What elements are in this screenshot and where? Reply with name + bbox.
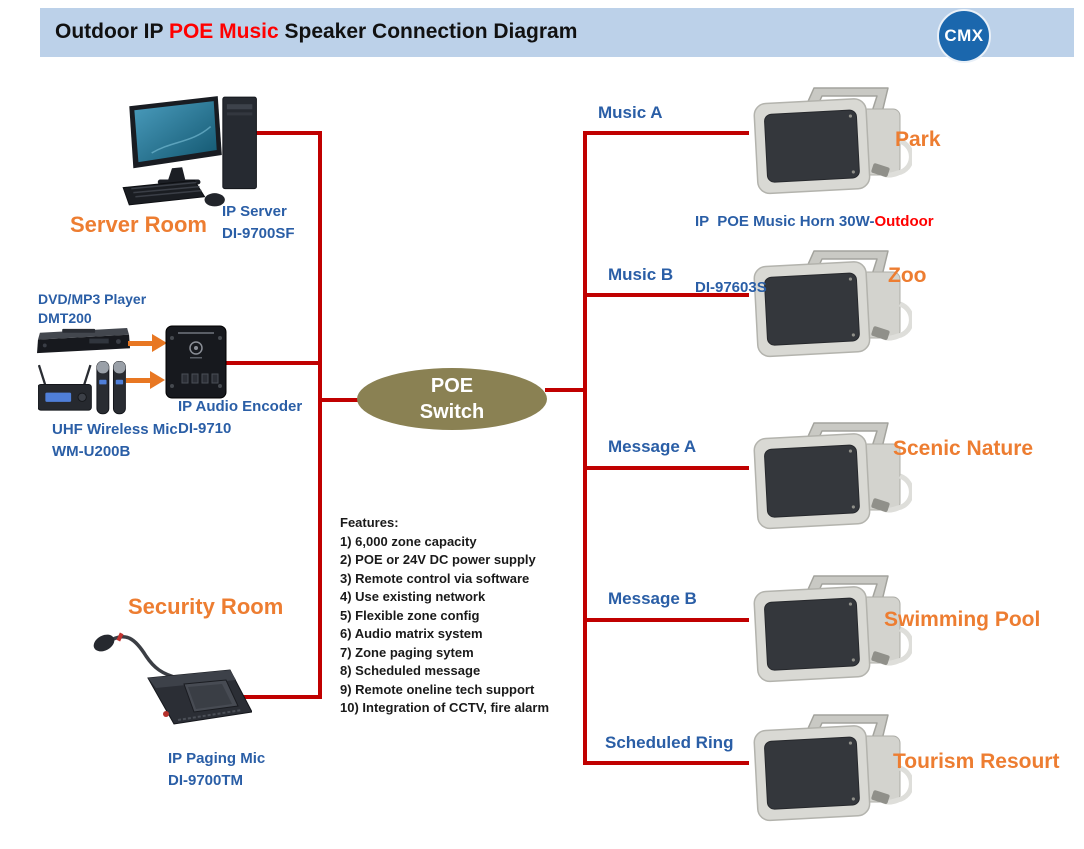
feature-item: 3) Remote control via software [340,570,530,586]
speaker-model-name-red: Outdoor [874,213,934,230]
wireless-mic-image [38,361,130,417]
page-title: Outdoor IP POE Music Speaker Connection … [55,20,577,44]
security-room-label: Security Room [128,594,284,619]
poe-switch-node: POE Switch [357,368,547,430]
feature-item: 5) Flexible zone config [340,607,480,623]
title-suffix: Speaker Connection Diagram [278,20,578,43]
line-server-to-trunk [252,131,322,135]
desktop-computer-image [120,92,285,212]
dvd-player-image [33,326,135,357]
ip-server-label: IP Server DI-9700SF [222,201,295,245]
channel-label-message-a: Message A [608,437,697,456]
cmx-logo: CMX [937,9,991,63]
speaker-model-name-blue: IP POE Music Horn 30W- [695,213,875,230]
line-encoder-to-trunk [224,361,322,365]
dvd-player-name: DVD/MP3 Player [38,291,147,307]
paging-mic-name: IP Paging Mic [168,750,266,767]
feature-item: 6) Audio matrix system [340,626,483,641]
paging-mic-image [92,628,252,730]
feature-item: 8) Scheduled message [340,663,481,678]
wireless-mic-label: UHF Wireless Mic WM-U200B [52,419,178,463]
arrow-mic-to-encoder-icon [126,371,166,389]
ip-server-model: DI-9700SF [222,225,295,242]
channel-label-music-b: Music B [608,265,674,284]
location-label-swimming-pool: Swimming Pool [884,608,1041,631]
location-label-zoo: Zoo [888,264,927,287]
header-bar [40,8,1074,57]
features-title: Features: [340,515,399,530]
wireless-mic-model: WM-U200B [52,443,131,460]
dvd-player-model: DMT200 [38,310,92,326]
channel-label-scheduled-ring: Scheduled Ring [605,733,734,752]
poe-switch-label-line1: POE [430,375,474,397]
dvd-player-label: DVD/MP3 Player DMT200 [38,290,146,328]
paging-mic-label: IP Paging Mic DI-9700TM [168,748,265,792]
audio-encoder-image [164,324,228,400]
line-switch-to-right-trunk [545,388,587,392]
line-branch-message-a [583,466,749,470]
feature-item: 2) POE or 24V DC power supply [340,552,536,567]
line-right-trunk [583,131,587,765]
channel-label-message-b: Message B [608,589,697,608]
feature-item: 4) Use existing network [340,589,486,604]
line-branch-music-a [583,131,749,135]
speaker-model-caption-bottom: IP POE Music Horn 30W-Outdoor DI-97603S [722,802,961,849]
arrow-dvd-to-encoder-icon [128,334,168,352]
speaker-model-name: IP POE Music Horn 30W-Outdoor [695,211,934,233]
speaker-model-caption-top: IP POE Music Horn 30W-Outdoor DI-97603S [695,167,934,343]
server-room-label: Server Room [70,212,207,237]
line-paging-to-trunk [242,695,322,699]
feature-item: 9) Remote oneline tech support [340,681,535,697]
features-list: Features: 1) 6,000 zone capacity 2) POE … [340,514,549,718]
ip-server-name: IP Server [222,203,287,220]
line-branch-music-b [583,293,749,297]
cmx-logo-text: CMX [944,26,984,45]
title-prefix: Outdoor IP [55,20,169,43]
speaker-model-number: DI-97603S [695,279,767,296]
line-trunk-to-switch [320,398,360,402]
wireless-mic-name: UHF Wireless Mic [52,421,178,438]
line-branch-message-b [583,618,749,622]
title-highlight: POE Music [168,20,279,43]
audio-encoder-label: IP Audio Encoder DI-9710 [178,396,302,440]
channel-label-music-a: Music A [598,103,663,122]
feature-item: 10) Integration of CCTV, fire alarm [340,700,550,715]
line-left-trunk [318,131,322,699]
location-label-park: Park [895,128,941,151]
feature-item: 1) 6,000 zone capacity [340,533,477,549]
paging-mic-model: DI-9700TM [168,772,244,789]
audio-encoder-name: IP Audio Encoder [178,398,303,415]
line-branch-scheduled-ring [583,761,749,765]
poe-switch-label-line2: Switch [419,401,485,423]
location-label-tourism-resort: Tourism Resourt [893,750,1060,773]
feature-item: 7) Zone paging sytem [340,644,474,660]
audio-encoder-model: DI-9710 [178,420,232,437]
location-label-scenic-nature: Scenic Nature [893,437,1034,460]
horn-speaker-image-scenic-nature [752,420,912,532]
